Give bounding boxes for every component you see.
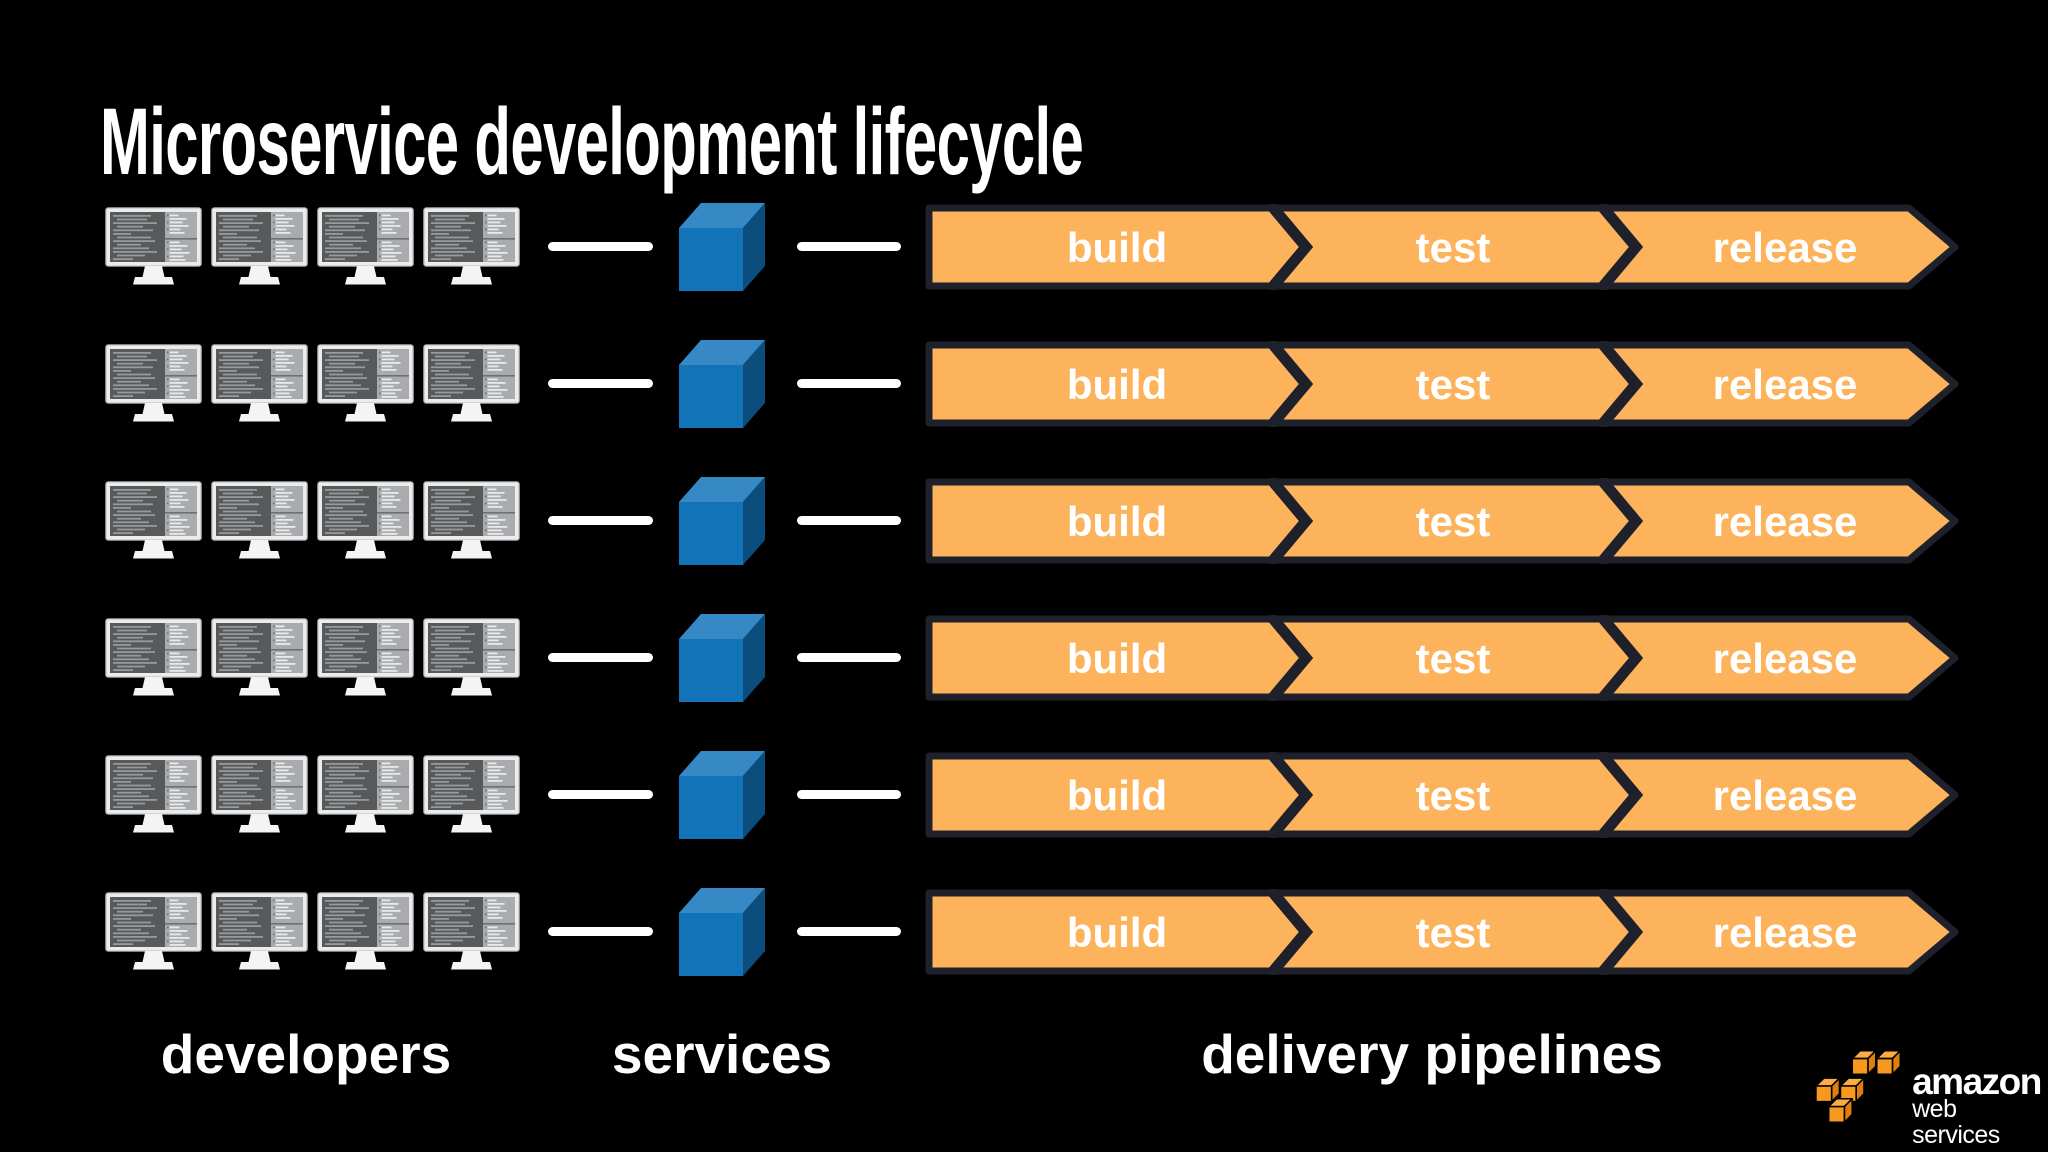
aws-suffix-text: web services xyxy=(1912,1095,2000,1149)
service-cube-icon xyxy=(679,613,765,702)
connector-line xyxy=(797,379,901,388)
connector-line xyxy=(548,516,653,525)
connector-line xyxy=(548,242,653,251)
monitor-icon xyxy=(423,754,520,833)
delivery-pipeline-arrow xyxy=(925,478,1960,564)
monitor-icon xyxy=(105,617,202,696)
developer-workstations-group xyxy=(105,480,520,561)
monitor-icon xyxy=(211,891,308,970)
monitor-icon xyxy=(211,480,308,559)
aws-brand-text: amazon xyxy=(1912,1061,2042,1102)
developer-workstations-group xyxy=(105,343,520,424)
monitor-icon xyxy=(423,206,520,285)
service-cube-icon xyxy=(679,476,765,565)
aws-boxes-icon xyxy=(1815,1049,1902,1124)
lifecycle-row xyxy=(0,863,2048,1000)
connector-line xyxy=(797,653,901,662)
services-label: services xyxy=(611,1023,833,1085)
monitor-icon xyxy=(211,206,308,285)
monitor-icon xyxy=(211,754,308,833)
lifecycle-row xyxy=(0,315,2048,452)
lifecycle-row xyxy=(0,589,2048,726)
connector-line xyxy=(797,790,901,799)
slide-title: Microservice development lifecycle xyxy=(100,88,1084,195)
monitor-icon xyxy=(317,754,414,833)
connector-line xyxy=(548,653,653,662)
delivery-pipeline-arrow xyxy=(925,204,1960,290)
monitor-icon xyxy=(423,343,520,422)
lifecycle-rows xyxy=(0,178,2048,1000)
monitor-icon xyxy=(317,480,414,559)
monitor-icon xyxy=(423,891,520,970)
connector-line xyxy=(797,242,901,251)
monitor-icon xyxy=(211,343,308,422)
delivery-pipeline-arrow xyxy=(925,752,1960,838)
monitor-icon xyxy=(317,891,414,970)
service-cube-icon xyxy=(679,750,765,839)
lifecycle-row xyxy=(0,726,2048,863)
monitor-icon xyxy=(317,206,414,285)
connector-line xyxy=(548,927,653,936)
developer-workstations-group xyxy=(105,206,520,287)
lifecycle-row xyxy=(0,452,2048,589)
monitor-icon xyxy=(105,891,202,970)
connector-line xyxy=(797,927,901,936)
developer-workstations-group xyxy=(105,891,520,972)
delivery-pipeline-arrow xyxy=(925,889,1960,975)
monitor-icon xyxy=(105,343,202,422)
monitor-icon xyxy=(317,617,414,696)
developers-label: developers xyxy=(160,1023,452,1085)
delivery-pipeline-arrow xyxy=(925,615,1960,701)
delivery-pipeline-arrow xyxy=(925,341,1960,427)
lifecycle-row xyxy=(0,178,2048,315)
monitor-icon xyxy=(211,617,308,696)
connector-line xyxy=(797,516,901,525)
developer-workstations-group xyxy=(105,617,520,698)
service-cube-icon xyxy=(679,887,765,976)
monitor-icon xyxy=(105,480,202,559)
monitor-icon xyxy=(105,206,202,285)
delivery-pipelines-label: delivery pipelines xyxy=(1201,1023,1663,1085)
aws-logo-text: amazon web services xyxy=(1912,1061,2048,1149)
connector-line xyxy=(548,379,653,388)
monitor-icon xyxy=(105,754,202,833)
service-cube-icon xyxy=(679,202,765,291)
monitor-icon xyxy=(317,343,414,422)
connector-line xyxy=(548,790,653,799)
developer-workstations-group xyxy=(105,754,520,835)
monitor-icon xyxy=(423,617,520,696)
aws-logo: amazon web services xyxy=(1812,1042,2048,1148)
monitor-icon xyxy=(423,480,520,559)
service-cube-icon xyxy=(679,339,765,428)
